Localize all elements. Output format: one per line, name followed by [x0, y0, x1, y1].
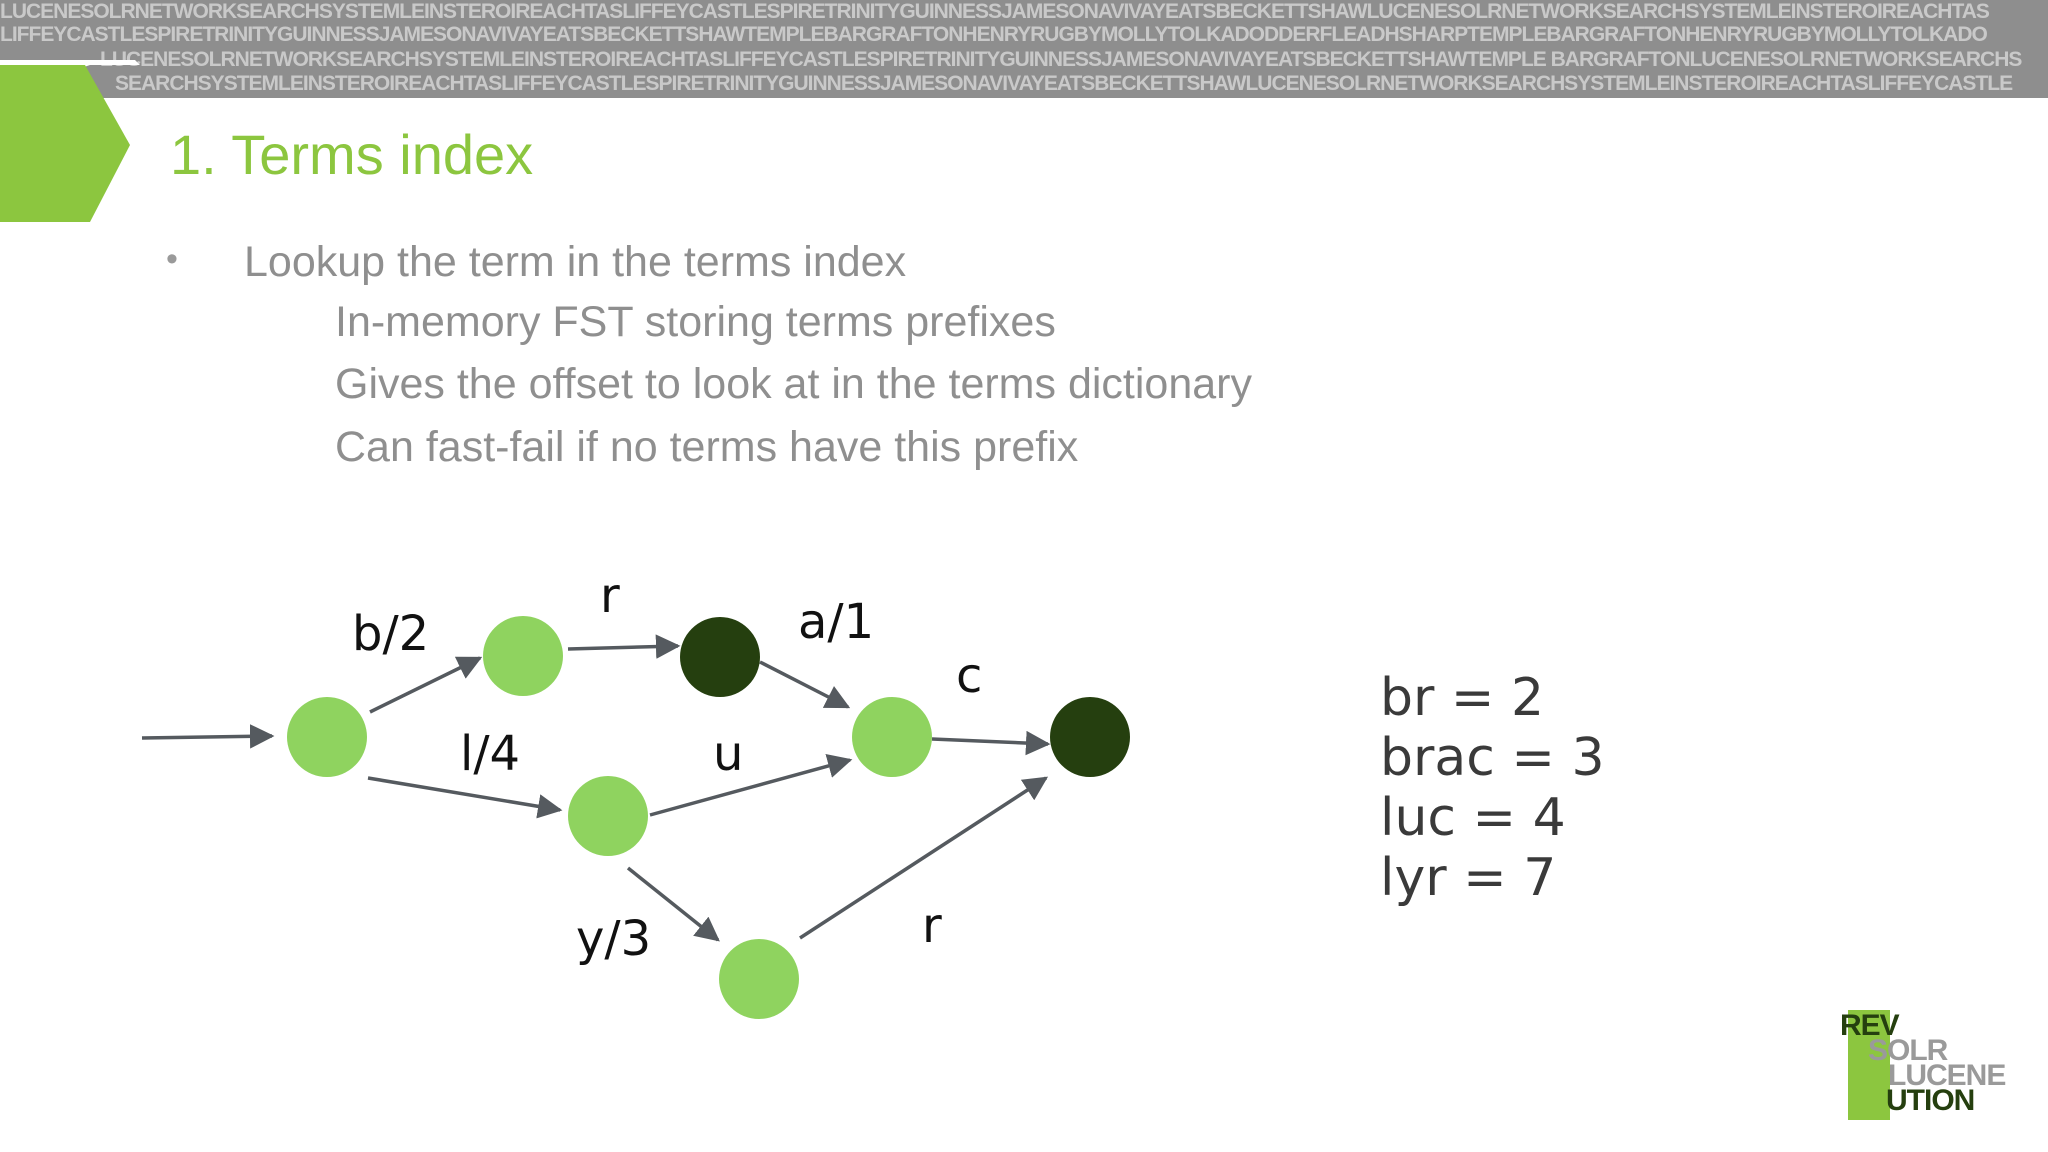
legend-entry: lyr = 7: [1380, 848, 1557, 908]
term-output-legend: br = 2 brac = 3 luc = 4 lyr = 7: [1380, 668, 1605, 908]
fst-state-b: [483, 616, 563, 696]
sub-point: Can fast-fail if no terms have this pref…: [335, 423, 1079, 471]
edge-r-bottom: [799, 776, 1049, 940]
fst-state-start: [287, 697, 367, 777]
edge-y: [626, 866, 720, 942]
legend-entry: br = 2: [1380, 668, 1545, 728]
fst-state-bra-lu: [852, 697, 932, 777]
main-point: Lookup the term in the terms index: [244, 238, 907, 286]
edge-label: y/3: [576, 911, 651, 967]
edge-r-top: [567, 634, 681, 659]
edge-c: [931, 730, 1051, 756]
lucene-revolution-logo: REV SOLR LUCENE UTION: [1840, 1010, 2020, 1120]
logo-text: REV: [1840, 1009, 1900, 1042]
logo-text: UTION: [1886, 1084, 1975, 1117]
legend-entry: luc = 4: [1380, 788, 1566, 848]
edge-label: r: [922, 898, 942, 954]
fst-state-l: [568, 776, 648, 856]
edge-label: a/1: [798, 594, 874, 650]
fst-state-ly: [719, 939, 799, 1019]
header-banner: LUCENESOLRNETWORKSEARCHSYSTEMLEINSTEROIR…: [0, 0, 2048, 98]
edge-label: r: [600, 568, 620, 624]
fst-state-final: [1050, 697, 1130, 777]
bullet-icon: •: [166, 240, 178, 278]
logo-text: LUCENE: [1888, 1059, 2006, 1092]
banner-text-line: LIFFEYCASTLESPIRETRINITYGUINNESSJAMESONA…: [0, 23, 1988, 46]
sub-point: Gives the offset to look at in the terms…: [335, 360, 1252, 408]
green-chevron-icon: [0, 65, 130, 222]
sub-point: In-memory FST storing terms prefixes: [335, 298, 1056, 346]
edge-label: u: [713, 726, 743, 782]
edge-label: c: [956, 648, 982, 704]
header-accent-shape: [0, 60, 140, 222]
slide-title: 1. Terms index: [170, 123, 534, 186]
logo-green-bar: [1848, 1010, 1890, 1120]
legend-entry: brac = 3: [1380, 728, 1605, 788]
edge-label: l/4: [460, 726, 520, 782]
fst-state-br-final: [680, 617, 760, 697]
edge-l: [367, 776, 563, 819]
banner-text-line: LUCENESOLRNETWORKSEARCHSYSTEMLEINSTEROIR…: [100, 48, 2022, 71]
entry-arrow: [141, 724, 275, 749]
banner-text-line: SEARCHSYSTEMLEINSTEROIREACHTASLIFFEYCAST…: [115, 72, 2013, 95]
edge-label: b/2: [352, 606, 429, 662]
edge-a: [759, 660, 851, 709]
edge-b: [369, 656, 483, 714]
banner-text-line: LUCENESOLRNETWORKSEARCHSYSTEMLEINSTEROIR…: [0, 0, 1990, 23]
edge-u: [649, 754, 853, 817]
logo-text: SOLR: [1868, 1034, 1948, 1067]
